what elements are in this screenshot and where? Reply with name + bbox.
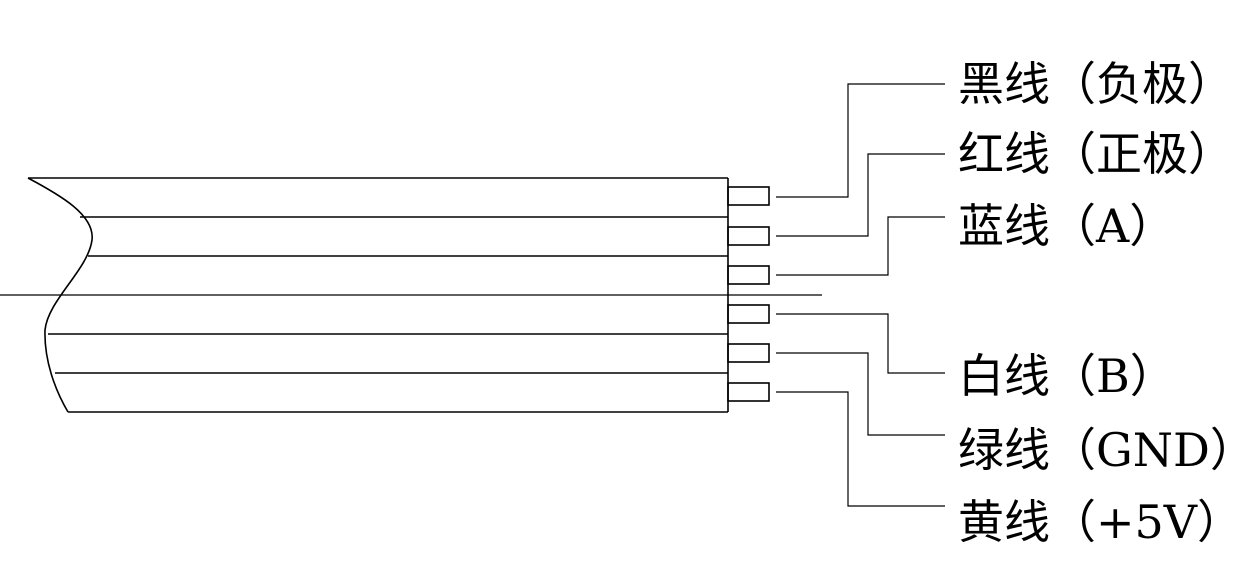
- leader-line: [776, 352, 945, 436]
- wire-pin: [727, 343, 770, 363]
- wire-label-black: 黑线（负极）: [958, 57, 1234, 111]
- leader-line: [776, 216, 945, 276]
- wire-pin: [727, 265, 770, 285]
- leader-line: [776, 313, 945, 374]
- cable-cut-end: [27, 177, 93, 413]
- wire-pin: [727, 382, 770, 402]
- wire-label-red: 红线（正极）: [958, 127, 1234, 181]
- wire-label-yellow: 黄线（+5V）: [958, 495, 1244, 549]
- leader-line: [776, 83, 945, 198]
- wire-pin: [727, 186, 770, 206]
- wire-label-blue: 蓝线（A）: [958, 199, 1176, 253]
- leader-line: [776, 391, 945, 507]
- leader-line: [776, 153, 945, 237]
- wire-pin: [727, 226, 770, 246]
- wire-pin: [727, 304, 770, 324]
- wire-label-white: 白线（B）: [958, 349, 1176, 403]
- wire-label-green: 绿线（GND）: [958, 423, 1248, 477]
